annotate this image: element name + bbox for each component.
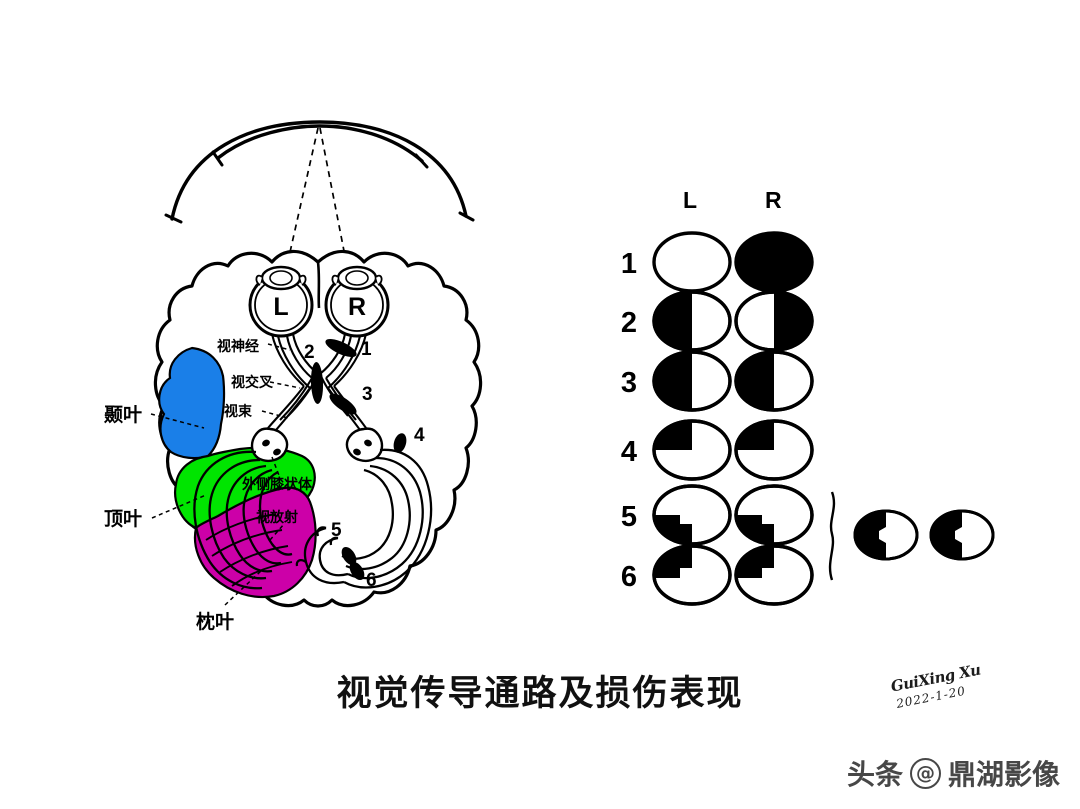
left-eye-label: L (273, 293, 288, 321)
outer-arc-tick-left (164, 213, 183, 224)
field-row-number-4: 4 (621, 436, 637, 468)
field-column-header-right: R (765, 187, 782, 213)
inner-arc-tick-right (414, 153, 429, 169)
figure-title: 视觉传导通路及损伤表现 (336, 674, 744, 714)
lesion-number-5: 5 (331, 520, 342, 541)
label-optic-nerve: 视神经 (217, 338, 259, 355)
field-row-6 (652, 544, 814, 606)
watermark-account: 鼎湖影像 (947, 758, 1060, 791)
label-optic-radiation: 视放射 (256, 509, 298, 526)
field-row-5 (652, 484, 814, 546)
brain-pathway-diagram: L R (103, 120, 483, 633)
temporal-lobe-region (158, 346, 226, 460)
field-row-number-6: 6 (621, 561, 637, 593)
label-lateral-geniculate-body: 外侧膝状体 (242, 476, 313, 493)
leader-optic-nerve (267, 343, 291, 351)
field-row-4 (652, 419, 814, 481)
interhemispheric-fissure (316, 261, 321, 309)
lobe-leader-lines (150, 413, 263, 606)
right-eyeball: R (324, 265, 390, 338)
watermark-platform: 头条 (846, 758, 903, 791)
outer-arc-tick-right (458, 211, 475, 222)
outer-field-arc (170, 120, 468, 221)
field-row-3 (652, 350, 814, 412)
lesion-marker-1 (325, 338, 357, 358)
lesion-number-4: 4 (414, 425, 425, 446)
field-row-number-2: 2 (621, 307, 637, 339)
field-row-number-5: 5 (621, 501, 637, 533)
lesion-markers (310, 338, 407, 581)
leader-optic-radiation (269, 523, 285, 541)
field-row-2 (652, 290, 814, 352)
label-temporal-lobe: 颞叶 (103, 404, 142, 426)
pathway-leader-lines (261, 343, 301, 541)
field-row-1 (652, 231, 814, 293)
lesion-marker-6 (349, 561, 365, 581)
left-eyeball: L (248, 265, 314, 338)
lesion-marker-2 (310, 362, 324, 404)
leader-parietal-lobe (151, 494, 207, 519)
field-eye-1-left (652, 231, 732, 293)
macular-sparing-eye-left (855, 511, 886, 559)
optic-pathway-fibers (267, 333, 368, 431)
lesion-marker-3 (329, 393, 357, 415)
right-optic-radiation (295, 448, 433, 589)
lesion-marker-5 (341, 546, 357, 566)
label-optic-chiasm: 视交叉 (231, 374, 274, 391)
label-parietal-lobe: 顶叶 (104, 508, 142, 530)
lesion-marker-4 (393, 433, 407, 453)
inner-arc-tick-left (211, 150, 224, 167)
macular-sparing-inset (853, 509, 995, 561)
left-lateral-geniculate-body (250, 427, 289, 462)
field-column-header-left: L (683, 187, 697, 213)
macular-sparing-eye-right (931, 511, 962, 559)
inner-field-arc (216, 124, 424, 163)
leader-optic-chiasm (269, 381, 301, 389)
fixation-sight-lines (280, 127, 353, 293)
label-occipital-lobe: 枕叶 (196, 610, 234, 633)
leader-lateral-geniculate (271, 456, 281, 479)
lesion-number-3: 3 (362, 384, 373, 405)
sight-line-right-eye (319, 127, 353, 293)
visual-field-arcs (164, 120, 475, 224)
visual-field-defect-chart: L R 1 2 3 4 5 6 (621, 187, 995, 606)
at-sign-icon: @ (909, 757, 941, 789)
field-row-number-3: 3 (621, 367, 637, 399)
leader-temporal-lobe (150, 413, 205, 429)
right-lateral-geniculate-body (345, 427, 384, 462)
right-eye-label: R (348, 293, 366, 321)
lesion-number-6: 6 (366, 570, 377, 591)
left-optic-radiation (193, 450, 293, 590)
macular-sparing-brace (828, 491, 836, 581)
lesion-number-2: 2 (304, 342, 315, 363)
lesion-number-1: 1 (361, 339, 372, 360)
field-eye-1-right (734, 231, 814, 293)
platform-watermark: 头条 @ 鼎湖影像 (847, 753, 1060, 793)
leader-occipital-lobe (224, 569, 263, 606)
field-row-number-1: 1 (621, 248, 637, 280)
label-optic-tract: 视束 (224, 403, 253, 420)
